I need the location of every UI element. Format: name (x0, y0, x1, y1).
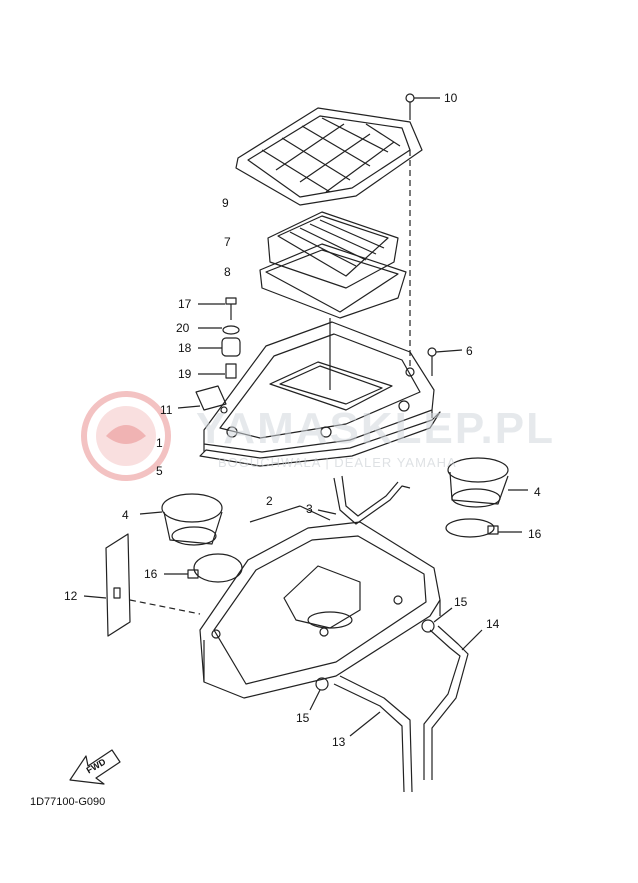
label-part-16-right: 16 (528, 527, 542, 541)
part-20-washer (198, 325, 240, 335)
part-16-clamp-right (445, 518, 522, 538)
label-part-12: 12 (64, 589, 78, 603)
label-part-1: 1 (156, 436, 163, 450)
part-2-lower-case (199, 505, 441, 699)
part-12-plate (83, 533, 201, 637)
part-16-clamp-left (164, 553, 243, 583)
label-part-4-left: 4 (122, 508, 129, 522)
watermark-title: YAMASKLEP.PL (196, 404, 555, 453)
diagram-code: 1D77100-G090 (30, 796, 106, 808)
dealer-logo-icon (81, 391, 171, 481)
part-4-intake-joint-right (447, 457, 528, 508)
part-15-clamp-lower (309, 677, 329, 711)
part-15-clamp-upper (421, 607, 453, 633)
part-3-bracket (317, 475, 411, 525)
part-19-collar (198, 363, 237, 379)
label-part-9: 9 (222, 196, 229, 210)
label-part-14: 14 (486, 617, 500, 631)
label-part-10: 10 (444, 91, 458, 105)
fwd-arrow-icon (69, 749, 121, 785)
part-6-screw (427, 347, 463, 376)
label-part-2: 2 (266, 494, 273, 508)
label-part-5: 5 (156, 464, 163, 478)
label-part-17: 17 (178, 297, 192, 311)
watermark-subtitle: BOGUCHWAŁA | DEALER YAMAHA (218, 455, 457, 470)
label-part-6: 6 (466, 344, 473, 358)
label-part-15-upper: 15 (454, 595, 468, 609)
label-part-16-left: 16 (144, 567, 158, 581)
part-9-grille-cover (235, 107, 423, 206)
part-14-hose (423, 625, 483, 780)
label-part-11: 11 (160, 403, 173, 417)
part-17-bolt (198, 297, 237, 320)
part-4-intake-joint-left (139, 493, 223, 546)
part-13-hose (333, 675, 413, 793)
part-18-grommet (198, 337, 241, 357)
part-7-air-filter (267, 211, 399, 289)
label-part-19: 19 (178, 367, 192, 381)
label-part-7: 7 (224, 235, 231, 249)
label-part-4-right: 4 (534, 485, 541, 499)
label-part-3: 3 (306, 502, 313, 516)
label-part-15-lower: 15 (296, 711, 310, 725)
label-part-20: 20 (176, 321, 190, 335)
part-8-filter-gasket (259, 243, 407, 319)
label-part-18: 18 (178, 341, 192, 355)
part-11-plate (177, 385, 228, 414)
part-10-screw (405, 93, 440, 120)
label-part-13: 13 (332, 735, 346, 749)
part-1-upper-case (203, 321, 435, 453)
part-5-case-gasket (199, 411, 441, 467)
label-part-8: 8 (224, 265, 231, 279)
